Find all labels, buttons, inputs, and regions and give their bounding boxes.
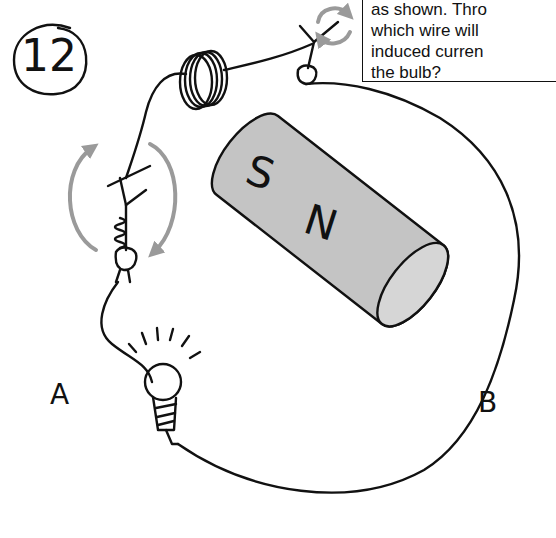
magnet-end-face: [365, 232, 461, 338]
connecting-wire: [126, 73, 186, 178]
connecting-wire: [224, 44, 312, 70]
rotation-arrow: [318, 8, 348, 22]
wire-coil: [180, 51, 227, 109]
question-text: as shown. Thro which wire will induced c…: [371, 0, 501, 83]
question-text-box: as shown. Thro which wire will induced c…: [362, 0, 556, 82]
rotation-arrow: [320, 32, 350, 43]
rotating-switch: [108, 166, 150, 250]
rotation-arrow: [70, 148, 96, 250]
hand: [116, 248, 137, 283]
question-number-circle: 12: [8, 16, 90, 96]
wire-a: [101, 282, 152, 382]
wire-label: B: [478, 386, 497, 419]
light-bulb: [129, 328, 200, 444]
wire-b: [178, 83, 519, 492]
bar-magnet: SN: [205, 120, 455, 320]
question-number: 12: [8, 16, 90, 96]
wire-label: A: [50, 378, 69, 411]
magnet-body: [199, 102, 461, 337]
rotation-arrow: [150, 144, 175, 252]
hand: [298, 66, 317, 85]
